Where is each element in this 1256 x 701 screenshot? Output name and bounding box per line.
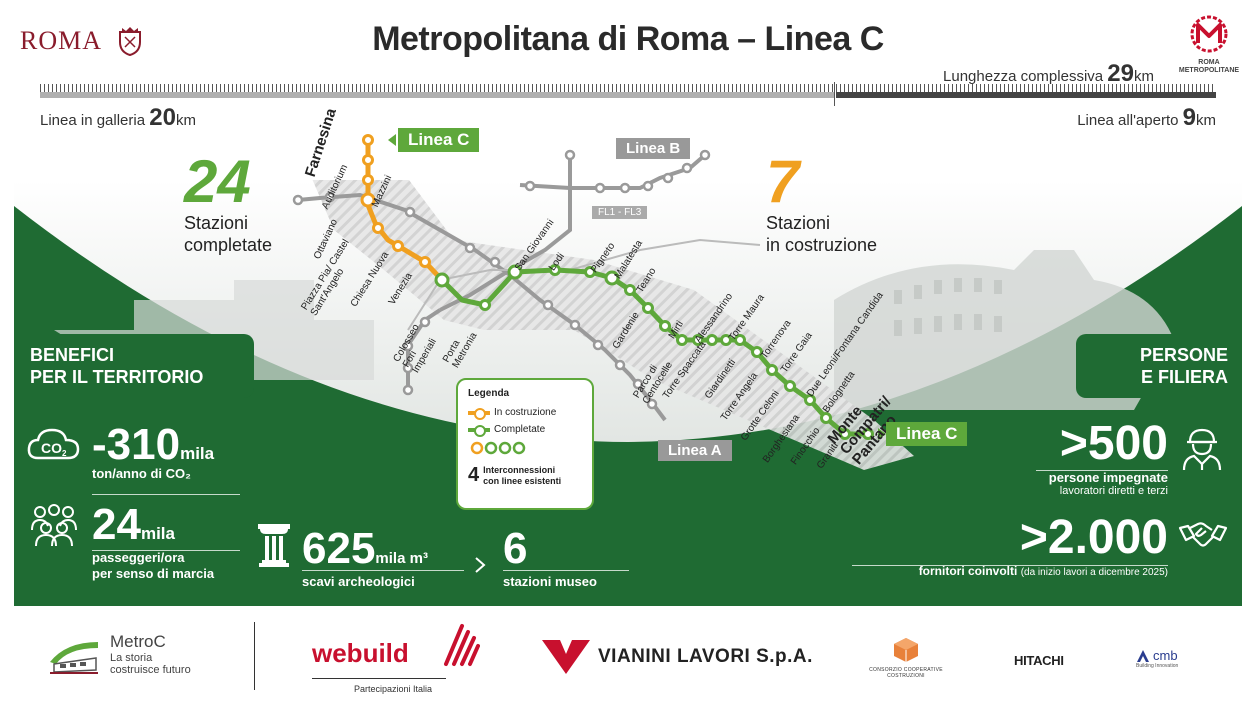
vianini-v-icon	[542, 640, 590, 674]
co2-cloud-icon: CO 2	[27, 428, 80, 460]
benefits-tab: BENEFICI PER IL TERRITORIO	[14, 334, 254, 398]
passengers-stat: 24mila passeggeri/ora per senso di marci…	[92, 500, 215, 581]
interconnection-circles-icon	[470, 441, 526, 455]
passengers-icon	[31, 504, 77, 547]
roma-metropolitane-logo: ROMA METROPOLITANE	[1178, 14, 1240, 75]
webuild-subtitle: Partecipazioni Italia	[354, 684, 433, 694]
green-line-swatch-icon	[468, 424, 490, 437]
vianini-logo: VIANINI LAVORI S.p.A.	[540, 638, 813, 676]
completed-stations-counter: 24 Stazioni completate	[184, 148, 273, 256]
metroc-train-icon	[50, 642, 98, 674]
roma-shield-icon	[119, 27, 142, 56]
cmb-mark-icon	[1137, 649, 1149, 662]
museum-stations-stat: 6 stazioni museo	[503, 524, 597, 589]
museum-divider	[503, 570, 629, 571]
orange-line-swatch-icon	[468, 407, 490, 420]
column-icon	[258, 524, 290, 567]
grey-stations	[292, 149, 711, 410]
line-c-label-north: Linea C	[398, 128, 480, 152]
legend-construction: In costruzione	[468, 407, 582, 420]
tunnel-length: Linea in galleria 20km	[40, 104, 196, 131]
co2-stat: -310mila ton/anno di CO₂	[92, 420, 215, 481]
pigneto-interchange	[604, 270, 620, 286]
construction-stations	[362, 134, 431, 268]
people-tab: PERSONE E FILIERA	[1076, 334, 1242, 398]
handshake-icon	[1178, 522, 1228, 547]
svg-text:CO: CO	[41, 440, 62, 456]
co2-divider	[92, 494, 240, 495]
page-title: Metropolitana di Roma – Linea C	[372, 20, 884, 58]
cmb-logo: cmb Building Innovation	[1136, 648, 1179, 669]
hitachi-logo: HITACHI	[1014, 653, 1064, 668]
line-a-label: Linea A	[658, 440, 732, 461]
webuild-mark-icon	[444, 624, 480, 666]
worker-helmet-icon	[1182, 428, 1222, 471]
line-b-label: Linea B	[616, 138, 691, 159]
line-c-label-south: Linea C	[886, 422, 968, 446]
metro-m-icon	[1190, 15, 1228, 53]
workers-stat: >500 persone impegnate lavoratori dirett…	[1048, 417, 1168, 498]
webuild-logo: webuild	[312, 638, 409, 668]
footer-divider	[254, 622, 255, 690]
colosseo-interchange	[434, 272, 450, 288]
legend-title: Legenda	[468, 388, 510, 399]
construction-stations-counter: 7 Stazioni in costruzione	[766, 148, 878, 256]
length-scale	[40, 82, 1216, 106]
consorzio-cube-icon	[894, 638, 918, 662]
line-c-south-arrow-icon	[878, 428, 886, 440]
consorzio-logo: CONSORZIO COOPERATIVE COSTRUZIONI	[852, 636, 960, 679]
legend-interconnections: 4 Interconnessioni con linee esistenti	[468, 464, 562, 486]
open-air-length: Linea all'aperto 9km	[1077, 104, 1216, 131]
metro-logo-label: ROMA METROPOLITANE	[1178, 59, 1240, 74]
green-background	[14, 180, 1242, 606]
svg-text:2: 2	[62, 449, 67, 458]
footer	[0, 608, 1256, 701]
map-legend: Legenda In costruzione Completate 4 Inte…	[456, 378, 594, 510]
line-b-branch	[519, 155, 572, 191]
metroc-logo: MetroC La storia costruisce futuro	[46, 632, 191, 676]
completed-stations	[479, 264, 874, 440]
suppliers-divider	[852, 565, 1168, 566]
excavations-divider	[302, 570, 464, 571]
legend-completed: Completate	[468, 424, 582, 437]
roma-wordmark: ROMA	[20, 26, 103, 55]
metroc-name: MetroC	[110, 632, 166, 651]
suppliers-stat: >2.000 fornitori coinvolti (da inizio la…	[918, 511, 1168, 579]
san-giovanni-interchange	[507, 264, 523, 280]
fl-label: FL1 - FL3	[592, 206, 648, 219]
webuild-underline	[312, 678, 446, 679]
arrow-right-icon	[475, 557, 486, 573]
excavations-stat: 625mila m³ scavi archeologici	[302, 524, 428, 589]
passengers-divider	[92, 550, 240, 551]
line-c-north-arrow-icon	[388, 134, 396, 146]
workers-divider	[1036, 470, 1168, 471]
ottaviano-interchange	[360, 192, 376, 208]
total-length: Lunghezza complessiva 29km	[943, 60, 1154, 87]
roma-logo: ROMA	[20, 26, 142, 56]
